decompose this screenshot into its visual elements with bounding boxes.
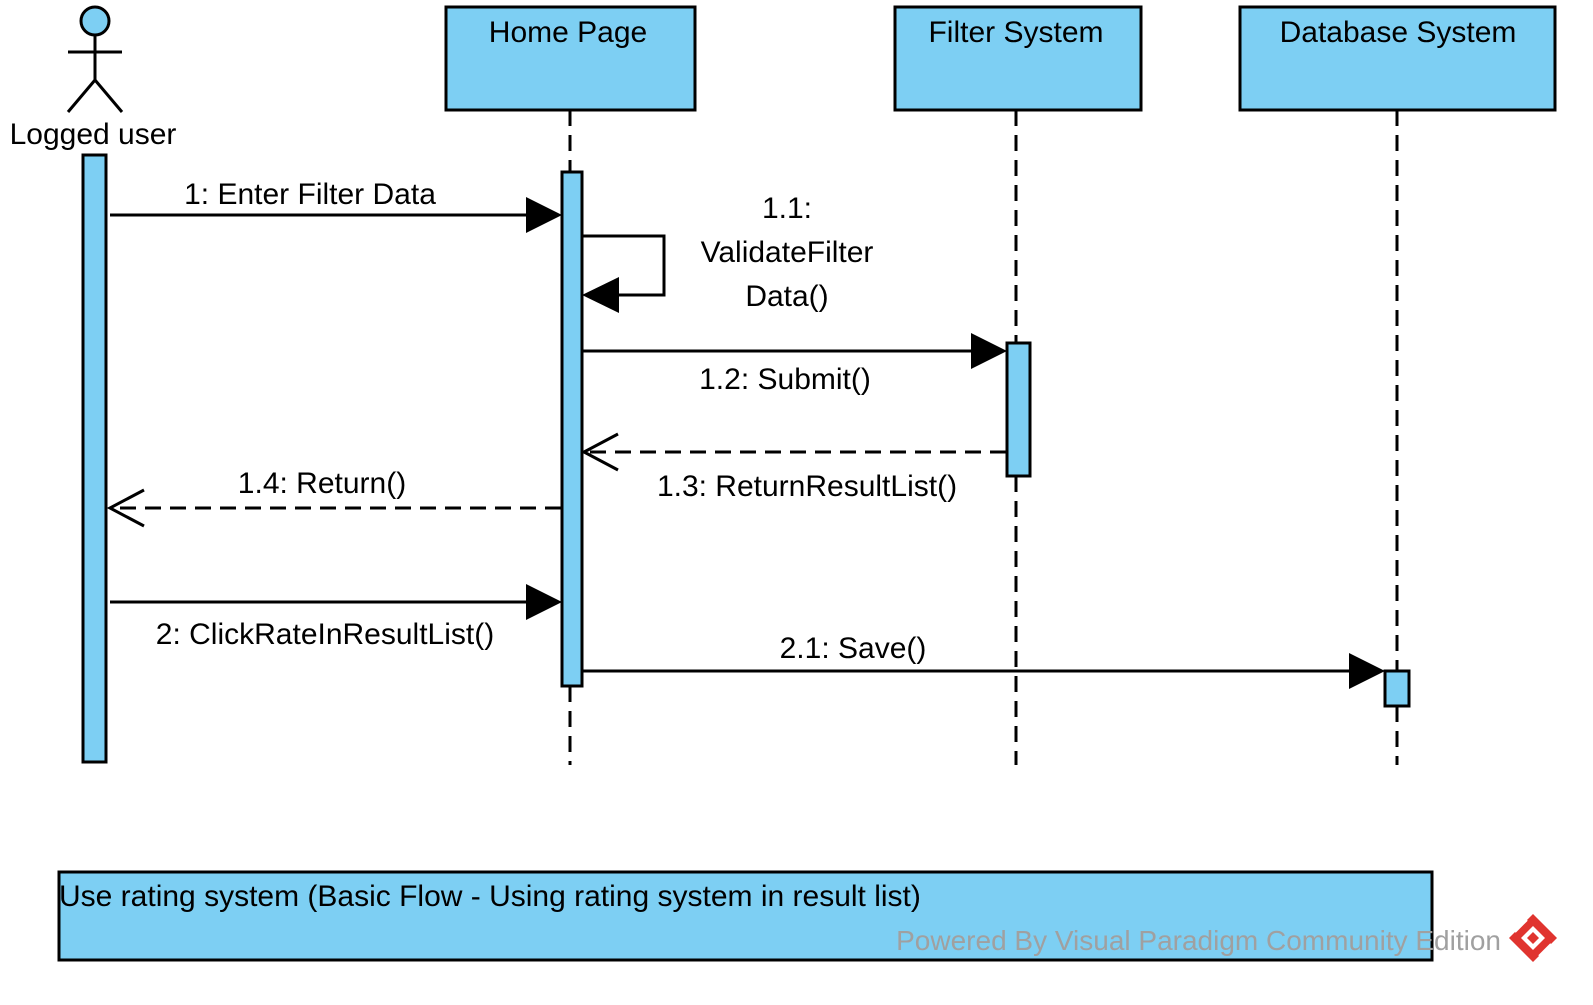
- lifeline-filter-system[interactable]: Filter System: [893, 5, 1143, 112]
- frame-title: Use rating system (Basic Flow - Using ra…: [59, 880, 921, 913]
- filled-arrowhead-icon: [582, 277, 619, 313]
- filled-arrowhead-icon: [526, 584, 562, 620]
- open-arrowhead-icon: [106, 488, 145, 528]
- actor-logged-user[interactable]: Logged user: [10, 5, 177, 151]
- actor-stick-figure-icon: [66, 5, 124, 113]
- message-1-2-submit[interactable]: 1.2: Submit(): [582, 333, 1007, 396]
- message-label-line-1: 1.1:: [762, 192, 812, 225]
- filled-arrowhead-icon: [526, 197, 562, 233]
- lifeline-label-home-page: Home Page: [489, 16, 647, 49]
- message-label-line-3: Data(): [745, 280, 828, 313]
- activation-bar-actor[interactable]: [81, 153, 108, 764]
- message-1-3-return-result-list[interactable]: 1.3: ReturnResultList(): [580, 432, 1006, 503]
- actor-label: Logged user: [10, 118, 177, 151]
- message-label: 1.2: Submit(): [699, 363, 871, 396]
- message-label: 2.1: Save(): [780, 632, 927, 665]
- message-1-enter-filter-data[interactable]: 1: Enter Filter Data: [110, 178, 562, 233]
- watermark-text: Powered By Visual Paradigm Community Edi…: [896, 925, 1501, 956]
- activation-bar-home[interactable]: [560, 170, 584, 688]
- message-label: 1.4: Return(): [238, 467, 406, 500]
- filled-arrowhead-icon: [971, 333, 1007, 369]
- diagram-frame[interactable]: Use rating system (Basic Flow - Using ra…: [57, 870, 1434, 962]
- activation-bar-db[interactable]: [1383, 669, 1411, 708]
- message-label-line-2: ValidateFilter: [701, 236, 874, 269]
- lifeline-home-page[interactable]: Home Page: [444, 5, 697, 112]
- message-2-1-save[interactable]: 2.1: Save(): [582, 632, 1385, 689]
- watermark: Powered By Visual Paradigm Community Edi…: [896, 914, 1557, 962]
- message-2-click-rate-in-result-list[interactable]: 2: ClickRateInResultList(): [110, 584, 562, 651]
- message-label: 2: ClickRateInResultList(): [156, 618, 494, 651]
- filled-arrowhead-icon: [1349, 653, 1385, 689]
- open-arrowhead-icon: [580, 432, 619, 472]
- lifeline-database-system[interactable]: Database System: [1238, 5, 1557, 112]
- message-label: 1: Enter Filter Data: [184, 178, 436, 211]
- message-label: 1.3: ReturnResultList(): [657, 470, 957, 503]
- visual-paradigm-logo-icon: [1509, 914, 1557, 962]
- message-1-1-validate-filter-data[interactable]: 1.1: ValidateFilter Data(): [582, 192, 873, 313]
- lifeline-label-database-system: Database System: [1280, 16, 1517, 49]
- lifeline-label-filter-system: Filter System: [928, 16, 1103, 49]
- message-1-4-return[interactable]: 1.4: Return(): [106, 467, 561, 528]
- activation-bar-filter[interactable]: [1005, 341, 1032, 478]
